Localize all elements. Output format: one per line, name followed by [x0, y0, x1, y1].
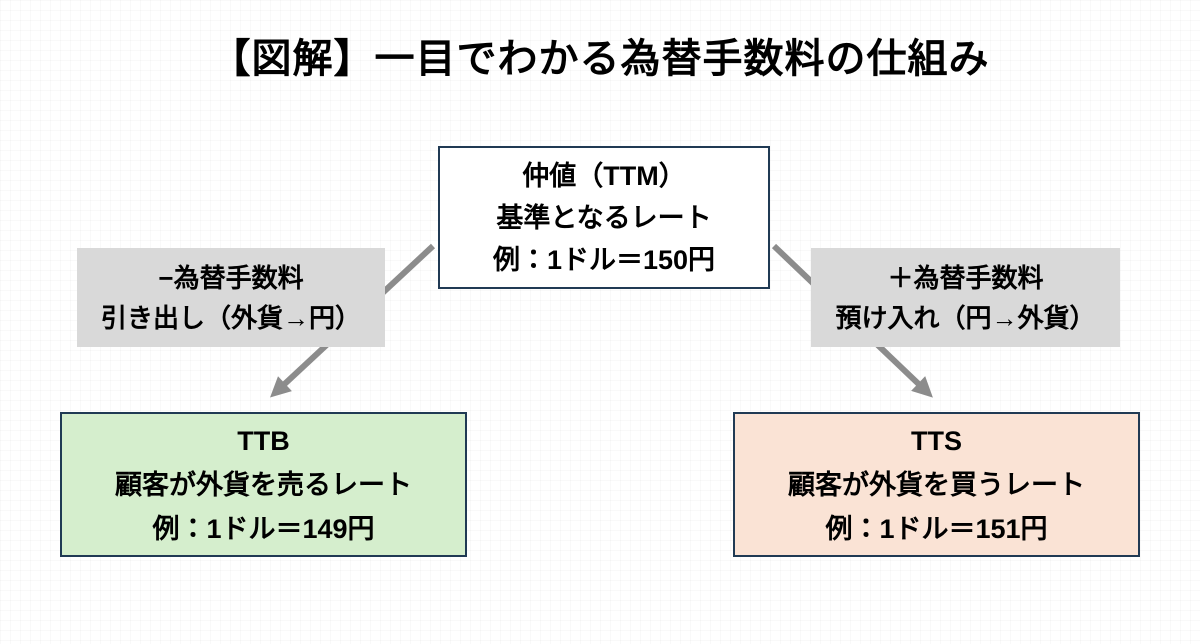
- fee-minus-line2: 引き出し（外貨→円）: [100, 302, 361, 333]
- ttb-heading: TTB: [237, 425, 290, 456]
- ttm-example-rate: 例：1ドル＝150円: [492, 244, 716, 275]
- ttb-example-rate: 例：1ドル＝149円: [152, 513, 375, 544]
- node-ttb: TTB 顧客が外貨を売るレート 例：1ドル＝149円: [60, 412, 467, 557]
- tts-example-rate: 例：1ドル＝151円: [825, 513, 1048, 544]
- label-fee-minus: −為替手数料 引き出し（外貨→円）: [77, 248, 385, 347]
- label-fee-plus: ＋為替手数料 預け入れ（円→外貨）: [811, 248, 1120, 347]
- tts-description: 顧客が外貨を買うレート: [788, 469, 1085, 500]
- ttm-heading: 仲値（TTM）: [522, 160, 686, 191]
- fee-minus-line1: −為替手数料: [158, 262, 304, 293]
- tts-heading: TTS: [911, 425, 962, 456]
- ttb-description: 顧客が外貨を売るレート: [115, 469, 412, 500]
- node-tts: TTS 顧客が外貨を買うレート 例：1ドル＝151円: [733, 412, 1140, 557]
- ttm-description: 基準となるレート: [496, 202, 712, 233]
- node-ttm: 仲値（TTM） 基準となるレート 例：1ドル＝150円: [438, 146, 770, 289]
- page-title: 【図解】一目でわかる為替手数料の仕組み: [210, 37, 990, 81]
- fee-plus-line2: 預け入れ（円→外貨）: [835, 302, 1096, 333]
- fee-plus-line1: ＋為替手数料: [887, 262, 1044, 293]
